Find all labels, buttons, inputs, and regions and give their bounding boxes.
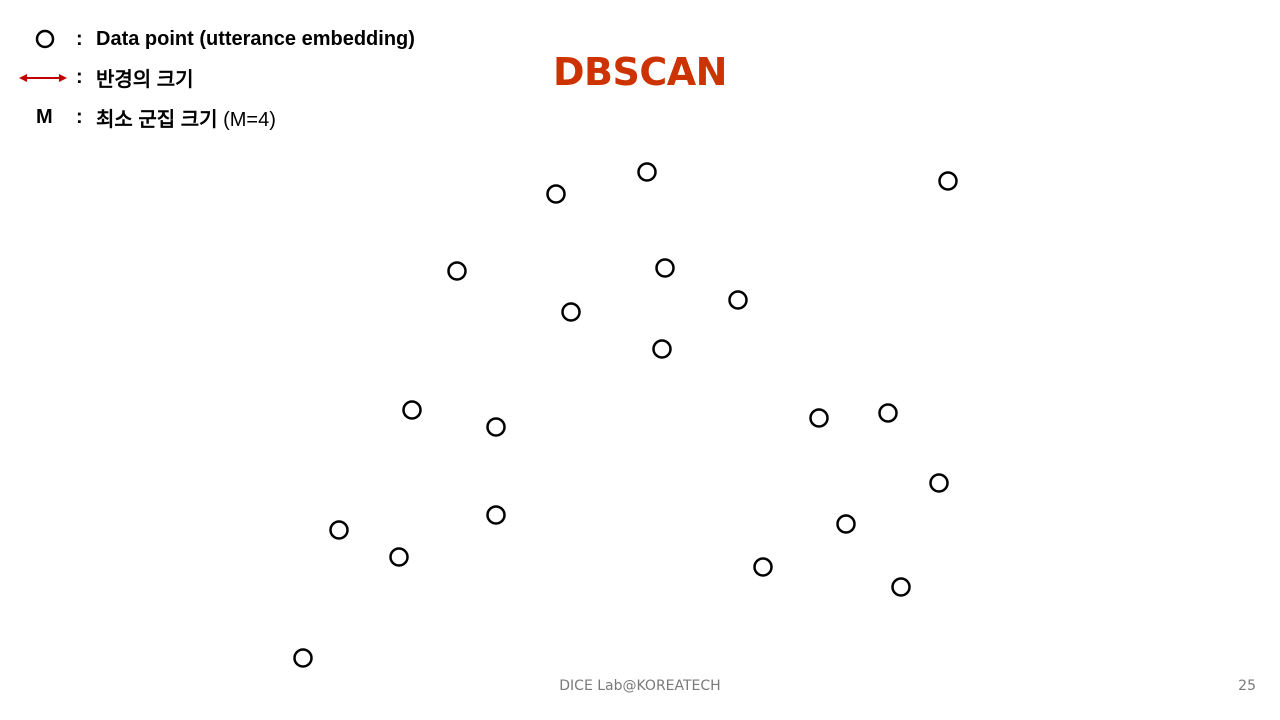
data-point xyxy=(447,261,467,281)
legend-min-cluster-note: (M=4) xyxy=(223,108,276,131)
data-point xyxy=(878,403,898,423)
legend-colon: : xyxy=(76,65,83,88)
data-point xyxy=(655,258,675,278)
data-point xyxy=(929,473,949,493)
legend-data-point-label: Data point (utterance embedding) xyxy=(96,27,415,50)
data-point xyxy=(836,514,856,534)
data-point xyxy=(561,302,581,322)
data-point xyxy=(938,171,958,191)
legend-colon: : xyxy=(76,105,83,128)
double-arrow-icon xyxy=(18,70,68,86)
legend-min-cluster-text: 최소 군집 크기 (M=4) xyxy=(96,103,276,132)
data-point xyxy=(652,339,672,359)
data-point xyxy=(486,505,506,525)
data-point xyxy=(293,648,313,668)
slide-title: DBSCAN xyxy=(0,50,1280,94)
data-point xyxy=(809,408,829,428)
data-point xyxy=(728,290,748,310)
legend-colon: : xyxy=(76,27,83,50)
data-point xyxy=(753,557,773,577)
data-point xyxy=(546,184,566,204)
page-number: 25 xyxy=(1238,678,1256,694)
circle-icon xyxy=(34,28,56,50)
data-point xyxy=(637,162,657,182)
legend-min-cluster-label: 최소 군집 크기 xyxy=(96,108,218,131)
data-point xyxy=(389,547,409,567)
data-point xyxy=(402,400,422,420)
footer-lab-name: DICE Lab@KOREATECH xyxy=(559,678,721,694)
min-cluster-symbol: M xyxy=(36,106,53,128)
slide-title-text: DBSCAN xyxy=(553,50,727,94)
legend-radius-label: 반경의 크기 xyxy=(96,68,194,91)
data-point xyxy=(329,520,349,540)
data-point xyxy=(891,577,911,597)
data-point xyxy=(486,417,506,437)
